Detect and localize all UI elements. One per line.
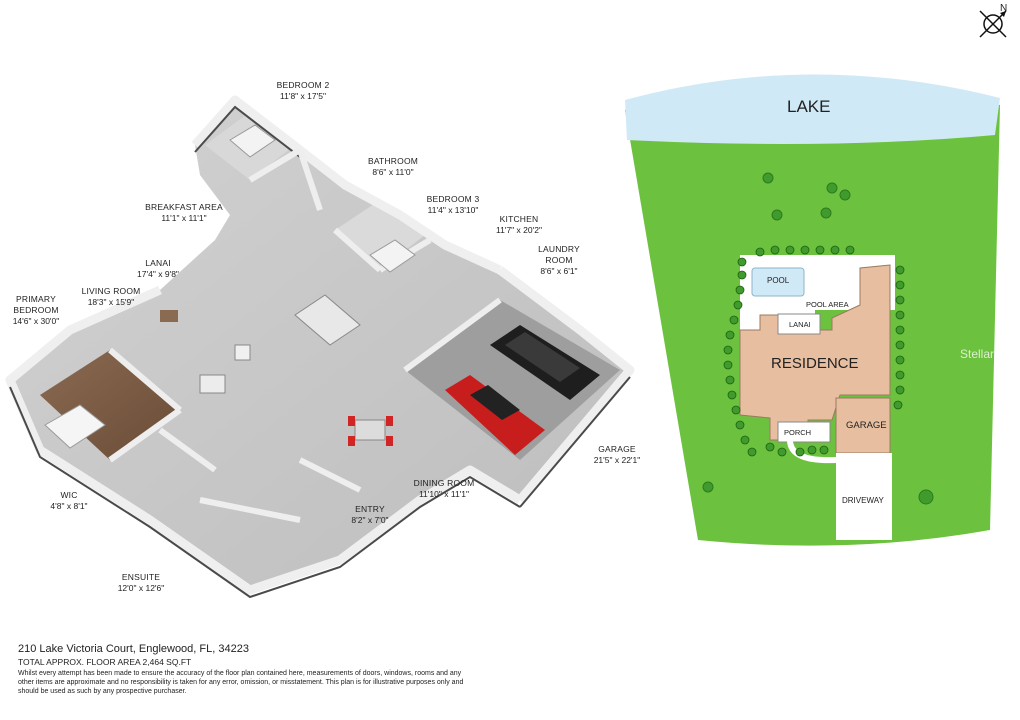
red-car [445,375,545,455]
room-label-laundry: LAUNDRY ROOM 8'6" x 6'1" [524,244,594,277]
compass-label: N [1000,3,1008,14]
room-dimensions: 4'8" x 8'1" [50,501,88,511]
lanai-box [777,313,821,335]
property-address: 210 Lake Victoria Court, Englewood, FL, … [18,643,249,655]
dining-set [348,416,393,446]
site-label-residence: RESIDENCE [771,355,859,372]
room-name: KITCHEN [499,214,539,224]
watermark: StellarMLS [960,347,1019,361]
room-dimensions: 11'4" x 13'10" [427,205,479,215]
room-dimensions: 12'0" x 12'6" [117,583,165,593]
room-name-line2: ROOM [545,255,573,265]
room-name: BEDROOM 3 [426,194,480,204]
site-label-porch: PORCH [784,428,812,437]
room-name: BEDROOM 2 [276,80,330,90]
hedge-bushes [723,245,905,457]
exterior-walls [5,95,635,595]
site-label-pool: POOL [767,276,790,285]
room-name: BREAKFAST AREA [145,202,223,212]
room-dimensions: 8'6" x 6'1" [540,266,578,276]
floor-area: TOTAL APPROX. FLOOR AREA 2,464 SQ.FT [18,657,192,667]
porch-box [777,421,831,443]
residence [739,264,891,441]
room-name: GARAGE [598,444,636,454]
garage-floor [405,300,620,460]
footer: 210 Lake Victoria Court, Englewood, FL, … [18,643,658,696]
room-label-garage: GARAGE 21'5" x 22'1" [582,444,652,466]
lake [625,74,1000,144]
room-name: DINING ROOM [413,478,475,488]
room-label-bedroom3: BEDROOM 3 11'4" x 13'10" [418,194,488,216]
floor-plan-3d [5,95,635,599]
room-label-wic: WIC 4'8" x 8'1" [44,490,94,512]
room-label-living: LIVING ROOM 18'3" x 15'9" [76,286,146,308]
room-label-entry: ENTRY 8'2" x 7'0" [340,504,400,526]
site-label-lake: LAKE [787,97,831,116]
room-label-bedroom2: BEDROOM 2 11'8" x 17'5" [268,80,338,102]
room-label-breakfast: BREAKFAST AREA 11'1" x 11'1" [144,202,224,224]
room-dimensions: 11'10" x 11'1" [418,489,470,499]
site-label-lanai: LANAI [789,320,811,329]
site-label-driveway: DRIVEWAY [842,496,884,505]
room-name: ENSUITE [121,572,161,582]
kitchen-island [294,294,361,346]
driveway [836,453,892,540]
bed-bedroom2 [229,124,276,158]
room-label-ensuite: ENSUITE 12'0" x 12'6" [106,572,176,594]
room-label-dining: DINING ROOM 11'10" x 11'1" [404,478,484,500]
room-label-lanai: LANAI 17'4" x 9'8" [128,258,188,280]
room-label-bathroom: BATHROOM 8'6" x 11'0" [358,156,428,178]
room-dimensions: 11'8" x 17'5" [280,91,326,101]
bed-bedroom3 [369,239,416,273]
room-dimensions: 8'6" x 11'0" [372,167,414,177]
room-name: WIC [60,490,78,500]
room-dimensions: 11'7" x 20'2" [496,225,542,235]
interior-walls [108,147,502,523]
bed-primary [44,404,106,449]
room-name: ENTRY [355,504,385,514]
room-dimensions: 21'5" x 22'1" [593,455,641,465]
living-room-furniture [160,310,251,394]
room-label-primary: PRIMARY BEDROOM 14'6" x 30'0" [6,294,66,327]
site-label-garage: GARAGE [846,420,887,431]
exterior-wall-shading [9,105,631,599]
room-dimensions: 17'4" x 9'8" [137,269,179,279]
room-dimensions: 8'2" x 7'0" [351,515,389,525]
disclaimer: Whilst every attempt has been made to en… [18,670,464,695]
room-name: LANAI [145,258,171,268]
floor-surface [10,100,630,590]
room-name: PRIMARY [16,294,56,304]
room-name: LAUNDRY [538,244,580,254]
room-label-kitchen: KITCHEN 11'7" x 20'2" [484,214,554,236]
room-name: LIVING ROOM [81,286,141,296]
garage-box [835,397,891,454]
room-dimensions: 11'1" x 11'1" [161,213,207,223]
site-label-pool-area: POOL AREA [806,300,849,309]
pool [751,267,805,297]
room-dimensions: 18'3" x 15'9" [87,297,135,307]
black-suv [490,325,600,400]
room-name-line2: BEDROOM [13,305,59,315]
trees [702,172,934,505]
room-dimensions: 14'6" x 30'0" [12,316,60,326]
room-name: BATHROOM [367,156,419,166]
